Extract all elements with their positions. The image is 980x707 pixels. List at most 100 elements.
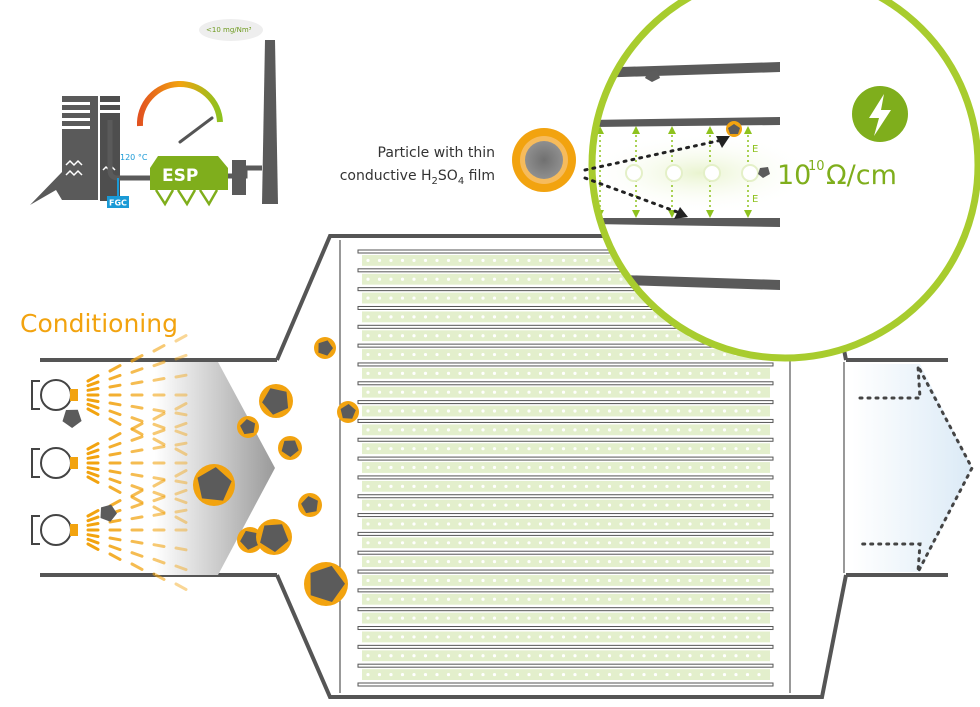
ion-dot <box>515 578 520 583</box>
ion-dot <box>619 465 623 470</box>
ion-dot <box>412 258 416 263</box>
ion-dot <box>377 465 382 470</box>
ion-dot <box>688 672 692 677</box>
ion-dot <box>400 352 405 357</box>
ion-dot <box>377 390 382 394</box>
ion-dot <box>412 334 416 338</box>
ion-dot <box>446 258 451 263</box>
ion-dot <box>492 390 497 394</box>
ion-dot <box>377 277 382 281</box>
spray-droplet <box>152 437 166 446</box>
ion-dot <box>458 672 462 677</box>
ion-dot <box>745 560 750 564</box>
ion-band <box>362 650 770 662</box>
ion-dot <box>504 616 508 620</box>
ion-dot <box>377 597 382 601</box>
ion-dot <box>400 597 405 601</box>
ion-dot <box>377 371 382 375</box>
ion-dot <box>504 465 508 470</box>
ion-dot <box>504 672 508 677</box>
ion-dot <box>538 428 543 432</box>
ion-dot <box>550 390 554 394</box>
ion-dot <box>550 635 554 639</box>
ion-dot <box>561 258 566 263</box>
ion-dot <box>446 409 451 413</box>
spray-droplet <box>86 402 100 410</box>
ion-dot <box>630 409 635 413</box>
ion-dot <box>389 428 393 432</box>
ion-band <box>362 405 770 417</box>
ion-dot <box>734 371 738 375</box>
collecting-plate <box>357 494 774 499</box>
particle-label: Particle with thin conductive H2SO4 film <box>340 145 495 187</box>
ion-dot <box>481 635 485 639</box>
ion-band <box>362 367 770 379</box>
ion-dot <box>734 635 738 639</box>
ion-dot <box>711 503 715 507</box>
ion-dot <box>469 503 474 507</box>
ion-dot <box>665 390 669 394</box>
ion-dot <box>688 465 692 470</box>
ion-dot <box>607 484 612 488</box>
spray-droplet <box>130 539 144 545</box>
ion-dot <box>527 484 531 488</box>
ion-dot <box>653 503 658 507</box>
ion-dot <box>722 503 727 507</box>
ion-dot <box>366 352 370 357</box>
ion-dot <box>757 635 761 639</box>
ion-dot <box>389 447 393 451</box>
ion-dot <box>423 654 428 658</box>
ion-dot <box>642 522 646 526</box>
ion-dot <box>446 277 451 281</box>
ion-band <box>362 424 770 436</box>
ion-dot <box>619 352 623 357</box>
spray-droplet <box>108 364 122 373</box>
ion-band <box>362 462 770 473</box>
ion-dot <box>481 541 485 545</box>
ion-dot <box>492 447 497 451</box>
ion-dot <box>665 672 669 677</box>
ion-dot <box>492 484 497 488</box>
ion-dot <box>550 371 554 375</box>
ion-dot <box>665 503 669 507</box>
ion-dot <box>757 465 761 470</box>
ion-dot <box>481 447 485 451</box>
ion-dot <box>446 635 451 639</box>
ion-dot <box>458 390 462 394</box>
ion-dot <box>596 560 600 564</box>
ion-dot <box>527 597 531 601</box>
ion-dot <box>630 635 635 639</box>
ion-dot <box>653 315 658 319</box>
collecting-plate <box>357 437 774 442</box>
ion-dot <box>699 654 704 658</box>
ion-dot <box>745 654 750 658</box>
ion-dot <box>515 503 520 507</box>
ion-dot <box>377 334 382 338</box>
ion-dot <box>745 597 750 601</box>
ion-dot <box>435 409 439 413</box>
ion-dot <box>538 616 543 620</box>
ion-dot <box>630 484 635 488</box>
ion-dot <box>481 522 485 526</box>
ion-dot <box>366 654 370 658</box>
ion-band <box>362 537 770 549</box>
ion-dot <box>607 334 612 338</box>
spray-droplet <box>130 367 144 374</box>
ion-dot <box>722 447 727 451</box>
ion-dot <box>458 578 462 583</box>
spray-droplet <box>108 383 122 389</box>
spray-droplet <box>174 469 188 478</box>
ion-dot <box>642 409 646 413</box>
ion-dot <box>584 315 589 319</box>
ion-dot <box>550 578 554 583</box>
ion-dot <box>688 447 692 451</box>
ion-dot <box>630 522 635 526</box>
ion-dot <box>596 672 600 677</box>
ion-dot <box>481 654 485 658</box>
collecting-plate <box>357 513 774 518</box>
ion-dot <box>619 484 623 488</box>
ion-dot <box>584 616 589 620</box>
lens-border <box>588 0 980 362</box>
ion-dot <box>423 672 428 677</box>
ion-dot <box>653 635 658 639</box>
